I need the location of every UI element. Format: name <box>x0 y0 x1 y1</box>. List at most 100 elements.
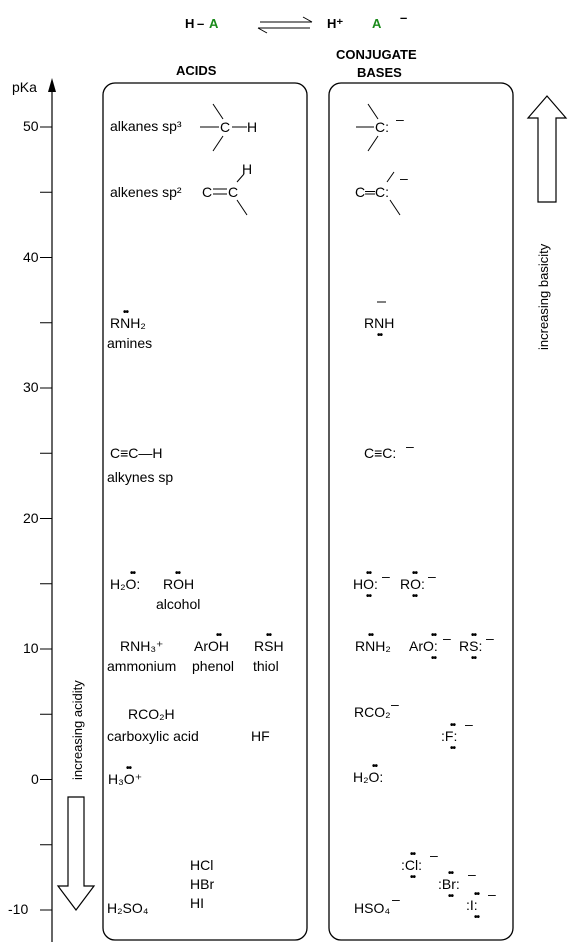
alkane-carbon: C <box>220 119 230 135</box>
acid-ammonium-phenol-thiol: RNH₃⁺ ammonium ArOH •• phenol RSH •• thi… <box>107 630 284 674</box>
lone-pair-dots: •• <box>431 630 438 641</box>
bromide-formula: :Br: <box>438 876 460 892</box>
tick-label-20: 20 <box>23 510 39 526</box>
acidity-label: increasing acidity <box>70 680 85 780</box>
bases-box <box>328 82 514 941</box>
base-bisulfate: HSO₄ – <box>354 891 400 916</box>
carboxylic-label: carboxylic acid <box>107 728 199 744</box>
lone-pair-dots: •• <box>474 889 481 900</box>
ha-a: A <box>209 16 219 31</box>
bromide-charge: – <box>468 866 476 882</box>
hf-label: HF <box>251 728 270 744</box>
ha-dash: – <box>197 16 204 31</box>
chloride-charge: – <box>430 847 438 863</box>
bisulfate-charge: – <box>392 891 400 907</box>
alkyne-formula: C≡C—H <box>110 445 163 461</box>
acid-hydronium: H₃O⁺ •• <box>108 763 142 787</box>
a-charge: – <box>400 10 407 25</box>
tick-label-10: 10 <box>23 640 39 656</box>
amine-formula: RNH₂ <box>355 638 391 654</box>
h-plus: H⁺ <box>327 16 343 31</box>
alkene-carbon-2: C <box>228 184 238 200</box>
lone-pair-dots: •• <box>123 307 130 318</box>
base-alkenide: C═C: – <box>355 170 408 216</box>
equilibrium-equation: H – A H⁺ A – <box>185 10 407 34</box>
fluoride-charge: – <box>465 716 473 732</box>
alkanes-label: alkanes sp³ <box>110 118 182 134</box>
alcohol-label: alcohol <box>156 596 200 612</box>
ammonium-label: ammonium <box>107 658 176 674</box>
alkoxide-formula: RO: <box>400 576 425 592</box>
alkenide-charge: – <box>400 170 408 186</box>
lone-pair-dots: •• <box>412 591 419 602</box>
down-arrow-icon <box>56 796 96 911</box>
base-carboxylate-fluoride: RCO₂ – :F: •• •• – <box>354 696 473 754</box>
base-water: H₂O: •• <box>353 761 383 785</box>
pka-axis: pKa 50 40 30 20 10 0 -10 <box>8 78 56 942</box>
bases-header-line2: BASES <box>357 65 402 80</box>
acid-amines: RNH₂ •• amines <box>107 307 152 351</box>
alkene-hydrogen: H <box>242 161 252 177</box>
alkenes-label: alkenes sp² <box>110 184 182 200</box>
bases-header-line1: CONJUGATE <box>336 47 417 62</box>
lone-pair-dots: •• <box>474 912 481 923</box>
base-acetylide: C≡C: – <box>364 438 414 461</box>
iodide-charge: – <box>488 886 496 902</box>
hi-label: HI <box>190 895 204 911</box>
carboxylate-formula: RCO₂ <box>354 704 391 720</box>
ammonium-formula: RNH₃⁺ <box>120 638 163 654</box>
base-hydroxide-alkoxide: HO: •• •• – RO: •• •• – <box>353 568 436 602</box>
amine-formula: RNH₂ <box>110 315 146 331</box>
alkoxide-charge: – <box>428 568 436 584</box>
thiolate-formula: RS: <box>459 638 482 654</box>
lone-pair-dots: •• <box>372 761 379 772</box>
alkene-carbon-1: C <box>202 184 212 200</box>
acetylide-charge: – <box>406 438 414 454</box>
tick-label-minus-10: -10 <box>8 901 28 917</box>
hydroxide-formula: HO: <box>353 576 378 592</box>
lone-pair-dots: •• <box>471 653 478 664</box>
lone-pair-dots: •• <box>126 763 133 774</box>
alkanide-charge: – <box>396 111 404 127</box>
tick-label-40: 40 <box>23 249 39 265</box>
water-formula: H₂O: <box>353 769 383 785</box>
bisulfate-formula: HSO₄ <box>354 900 390 916</box>
lone-pair-dots: •• <box>450 743 457 754</box>
amide-formula: RNH <box>364 315 394 331</box>
base-halides: :Cl: •• •• – :Br: •• •• – :I: •• •• – <box>401 847 496 923</box>
fluoride-formula: :F: <box>441 728 457 744</box>
iodide-formula: :I: <box>466 897 478 913</box>
lone-pair-dots: •• <box>368 630 375 641</box>
lone-pair-dots: •• <box>471 630 478 641</box>
a-minus: A <box>372 16 382 31</box>
carboxylate-charge: – <box>391 696 399 712</box>
h2so4-label: H₂SO₄ <box>107 900 149 916</box>
ha-h: H <box>185 16 194 31</box>
acids-header: ACIDS <box>176 63 217 78</box>
equilibrium-arrows-icon <box>257 16 313 34</box>
alkene-structure: C C H <box>202 161 252 216</box>
lone-pair-dots: •• <box>377 330 384 341</box>
up-arrow-icon <box>526 95 568 203</box>
alkane-structure: C H <box>200 103 257 152</box>
tick-label-50: 50 <box>23 118 39 134</box>
axis-label: pKa <box>12 79 37 95</box>
lone-pair-dots: •• <box>448 891 455 902</box>
lone-pair-dots: •• <box>448 868 455 879</box>
acetylide-formula: C≡C: <box>364 445 396 461</box>
acid-alkenes: alkenes sp² C C H <box>110 161 252 216</box>
alcohol-formula: ROH <box>163 576 194 592</box>
lone-pair-dots: •• <box>412 568 419 579</box>
water-formula: H₂O: <box>110 576 140 592</box>
hbr-label: HBr <box>190 876 214 892</box>
lone-pair-dots: •• <box>216 630 223 641</box>
lone-pair-dots: •• <box>366 591 373 602</box>
tick-label-30: 30 <box>23 379 39 395</box>
chloride-formula: :Cl: <box>401 857 422 873</box>
axis-arrow-icon <box>48 78 56 92</box>
alkenide-formula: C═C: <box>355 184 389 200</box>
phenol-label: phenol <box>192 658 234 674</box>
hydroxide-charge: – <box>382 568 390 584</box>
phenol-formula: ArOH <box>194 638 229 654</box>
